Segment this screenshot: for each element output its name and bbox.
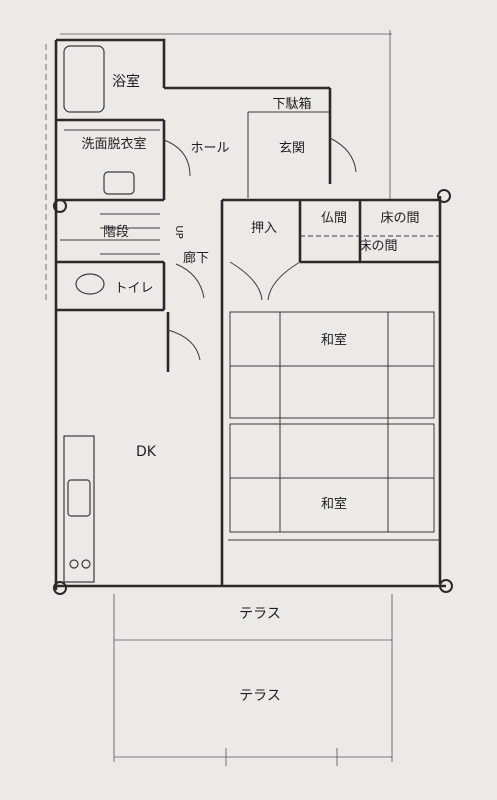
label-corridor: 廊下 [183, 250, 209, 266]
label-closet: 押入 [251, 221, 277, 236]
label-toilet: トイレ [114, 281, 153, 296]
doors [163, 137, 357, 361]
dimension-lines [45, 30, 393, 766]
stove-burner [81, 559, 91, 569]
label-stairs: 階段 [103, 225, 129, 240]
label-butsuma: 仏間 [321, 211, 347, 226]
label-bath: 浴室 [112, 73, 140, 90]
corner-columns [53, 189, 453, 595]
label-washitsu-2: 和室 [321, 496, 347, 512]
label-tokonoma-1: 床の間 [380, 211, 419, 226]
sink [67, 479, 91, 517]
walls [54, 38, 446, 590]
washbasin [103, 171, 135, 195]
label-dressing: 洗面脱衣室 [81, 136, 146, 152]
room-labels: 浴室 洗面脱衣室 ホール 下駄箱 玄関 階段 UP 廊下 押入 仏間 床の間 床… [81, 73, 419, 704]
fixtures [63, 45, 135, 583]
label-terrace-2: テラス [239, 688, 281, 704]
stove-burner [69, 559, 79, 569]
toilet-bowl [75, 273, 105, 295]
label-entrance: 玄関 [279, 141, 305, 156]
kitchen-counter [63, 435, 95, 583]
label-shoe-box: 下駄箱 [272, 96, 311, 112]
bathtub [63, 45, 105, 113]
label-up: UP [173, 225, 184, 238]
label-hall: ホール [190, 141, 229, 156]
label-washitsu-1: 和室 [321, 332, 347, 348]
partitions [60, 111, 440, 541]
label-tokonoma-2: 床の間 [358, 239, 397, 254]
label-terrace-1: テラス [239, 606, 281, 622]
label-dk: DK [136, 444, 157, 460]
